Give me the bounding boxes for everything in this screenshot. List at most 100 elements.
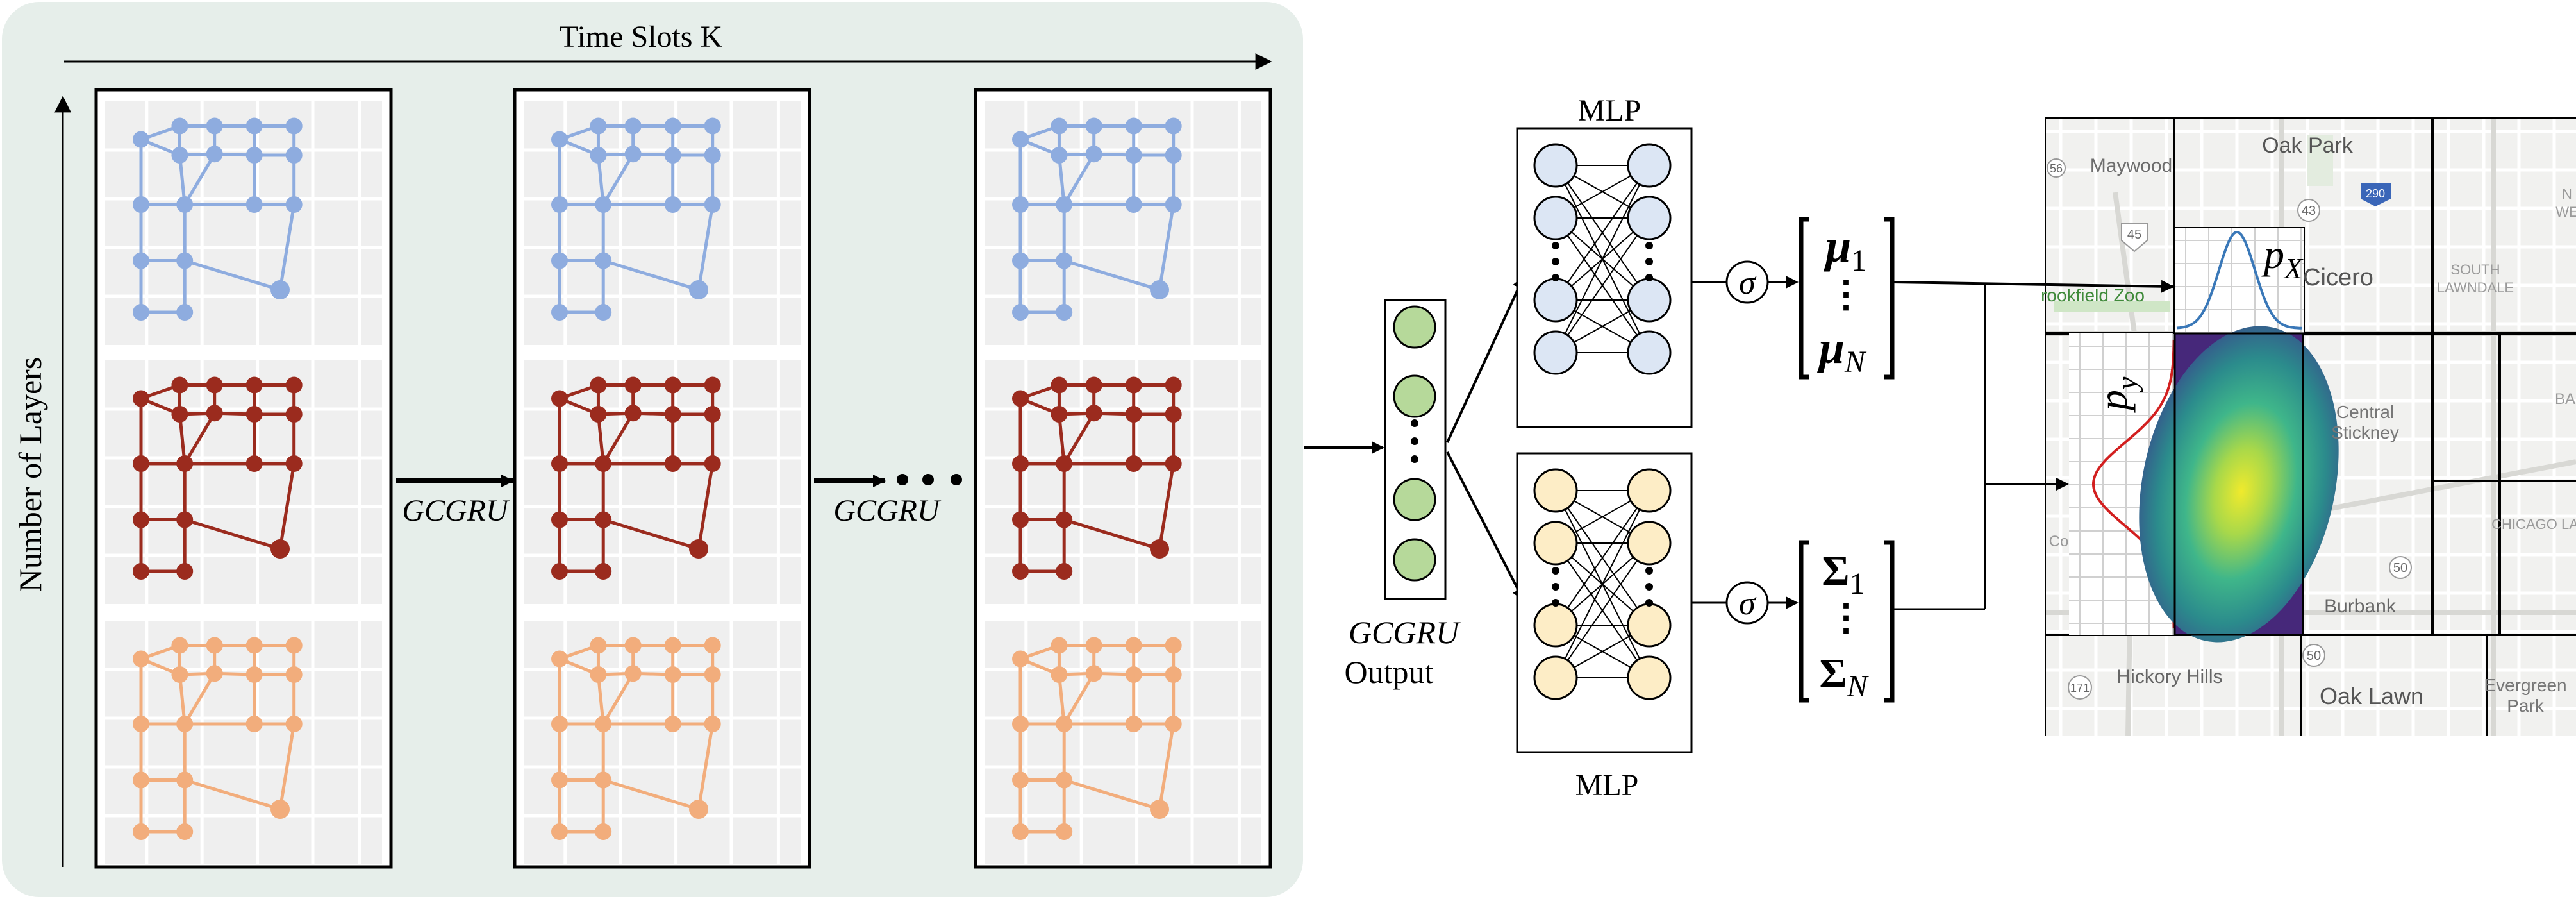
- time-slots-label: Time Slots K: [560, 20, 723, 54]
- graph-node: [704, 376, 721, 394]
- graph-layer-red: [524, 360, 801, 604]
- graph-node: [245, 196, 263, 213]
- graph-node: [1012, 511, 1029, 528]
- mu-to-map-arrow: [1891, 280, 2174, 293]
- graph-node: [133, 131, 149, 148]
- graph-node: [176, 455, 194, 472]
- graph-node: [1165, 637, 1182, 654]
- mlp-top-label: MLP: [1578, 94, 1641, 128]
- cov-bracket-left: [1799, 540, 1809, 703]
- graph-node: [1125, 376, 1142, 394]
- graph-node: [133, 823, 149, 840]
- mlp-neuron: [1533, 468, 1578, 513]
- svg-text:Burbank: Burbank: [2324, 596, 2397, 617]
- mlp-neuron: [1533, 603, 1578, 648]
- px-gaussian-curve: [2176, 230, 2302, 330]
- graph-node: [595, 511, 612, 528]
- graph-node: [1165, 455, 1182, 472]
- graph-node: [1056, 304, 1073, 321]
- mlp-neuron: [1627, 603, 1672, 648]
- graph-node: [133, 511, 149, 528]
- graph-node: [285, 406, 303, 423]
- svg-text:rookfield Zoo: rookfield Zoo: [2041, 285, 2145, 305]
- graph-node: [664, 196, 681, 213]
- density-heatmap-peak: [2139, 326, 2339, 643]
- graph-node: [171, 117, 188, 135]
- svg-text:Evergreen: Evergreen: [2484, 675, 2566, 695]
- graph-node: [624, 405, 642, 422]
- graph-node: [704, 406, 721, 423]
- graph-node: [176, 304, 194, 321]
- graph-node: [206, 117, 223, 135]
- graph-node: [551, 650, 568, 668]
- graph-node: [1085, 376, 1102, 394]
- graph-node: [1125, 147, 1142, 164]
- graph-node: [1056, 252, 1073, 269]
- graph-node: [1012, 716, 1029, 732]
- graph-layer-blue: [524, 101, 801, 345]
- graph-node: [1056, 823, 1073, 840]
- graph-layer-red: [105, 360, 382, 604]
- mlp-top-network: [1533, 143, 1672, 375]
- graph-node: [206, 146, 223, 163]
- cov-bracket-right: [1884, 540, 1895, 703]
- svg-text:Cicero: Cicero: [2303, 264, 2373, 291]
- svg-text:56: 56: [2050, 162, 2063, 175]
- graph-node: [551, 252, 568, 269]
- px-label: pX: [2261, 231, 2304, 285]
- graph-node: [1085, 637, 1102, 654]
- svg-text:45: 45: [2127, 228, 2141, 242]
- mlp-neuron: [1627, 521, 1672, 566]
- graph-node: [133, 196, 149, 213]
- graph-node: [595, 252, 612, 269]
- graph-node: [245, 147, 263, 164]
- graph-node: [206, 665, 223, 682]
- svg-text:43: 43: [2302, 204, 2316, 218]
- graph-node: [664, 716, 681, 732]
- graph-node: [176, 563, 194, 580]
- graph-node: [133, 252, 149, 269]
- graph-node: [1056, 563, 1073, 580]
- mlp-neuron: [1533, 278, 1578, 323]
- graph-node: [551, 455, 568, 472]
- graph-layer-red: [985, 360, 1261, 604]
- graph-node: [624, 146, 642, 163]
- graph-node: [590, 637, 607, 654]
- px-inset: [2174, 228, 2304, 333]
- graph-layer-orange: [524, 621, 801, 864]
- mu-dots: ⋮: [1827, 273, 1865, 315]
- graph-node: [1165, 406, 1182, 423]
- gcgru-arrow-1-label: GCGRU: [402, 494, 510, 528]
- graph-node: [1051, 376, 1068, 394]
- graph-node: [590, 117, 607, 135]
- graph-node: [590, 666, 607, 683]
- graph-node: [1056, 455, 1073, 472]
- cov-1-label: Σ1: [1822, 548, 1865, 601]
- graph-node: [1012, 823, 1029, 840]
- graph-node: [1125, 117, 1142, 135]
- svg-text:Central: Central: [2336, 402, 2394, 422]
- layers-axis-label: Number of Layers: [12, 357, 48, 592]
- graph-node: [133, 563, 149, 580]
- graph-node: [551, 390, 568, 407]
- graph-node: [133, 390, 149, 407]
- gcgru-output-vector: [1384, 299, 1447, 600]
- sigma-bottom-label: σ: [1739, 585, 1757, 622]
- graph-node: [704, 117, 721, 135]
- graph-node: [664, 117, 681, 135]
- mlp-neuron: [1533, 655, 1578, 700]
- graph-node: [176, 252, 194, 269]
- graph-node: [270, 539, 290, 559]
- graph-node: [1012, 131, 1029, 148]
- svg-text:Stickney: Stickney: [2331, 423, 2399, 442]
- svg-text:LAWNDALE: LAWNDALE: [2437, 280, 2514, 296]
- graph-node: [1125, 637, 1142, 654]
- graph-node: [1165, 376, 1182, 394]
- graph-node: [689, 280, 708, 299]
- graph-node: [1051, 147, 1068, 164]
- graph-node: [1085, 665, 1102, 682]
- graph-node: [1165, 716, 1182, 732]
- ellipsis-dots: [897, 474, 962, 485]
- graph-node: [595, 716, 612, 732]
- svg-text:WE: WE: [2555, 204, 2576, 220]
